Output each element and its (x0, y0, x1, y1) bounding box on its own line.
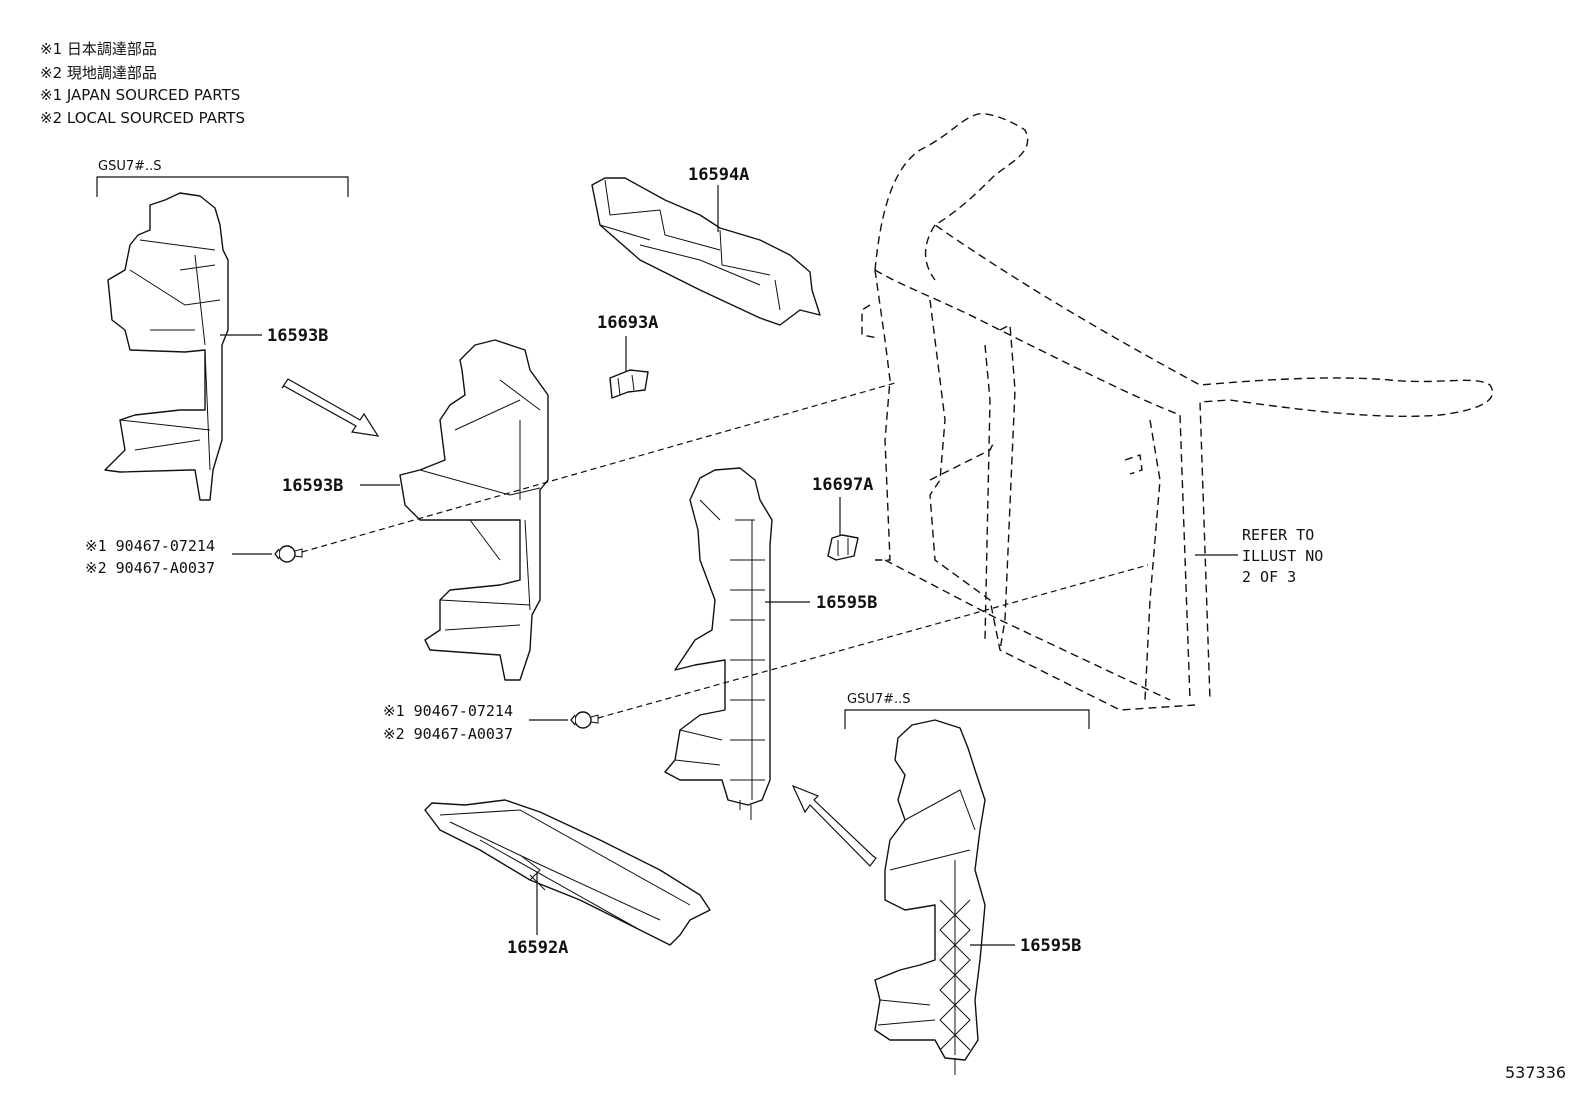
part-16693a[interactable] (609, 369, 649, 399)
clip-upper-dashline (301, 382, 896, 553)
arrow-variant-lower (791, 784, 877, 867)
note-local-sourced-jp: ※2 現地調達部品 (40, 64, 157, 82)
refer-line-1[interactable]: REFER TO (1242, 526, 1314, 544)
part-16594a[interactable] (591, 177, 821, 326)
diagram-id: 537336 (1505, 1063, 1566, 1082)
label-16593b-variant[interactable]: 16593B (267, 326, 328, 346)
label-16693a[interactable]: 16693A (597, 313, 658, 333)
part-16592a[interactable] (424, 799, 711, 946)
radiator-support-frame (861, 113, 1494, 711)
clip-upper[interactable] (274, 545, 303, 563)
part-16697a[interactable] (827, 534, 859, 561)
refer-line-3[interactable]: 2 OF 3 (1242, 568, 1296, 586)
note-japan-sourced-en: ※1 JAPAN SOURCED PARTS (40, 86, 241, 104)
label-16595b-main[interactable]: 16595B (816, 593, 877, 613)
group-bracket-bottom-right: GSU7#..S (844, 692, 1090, 729)
clip-upper-label-2[interactable]: ※2 90467-A0037 (85, 559, 215, 577)
label-16593b-main[interactable]: 16593B (282, 476, 343, 496)
clip-lower-label-1[interactable]: ※1 90467-07214 (383, 702, 513, 720)
arrow-variant-upper (281, 378, 380, 437)
label-16592a[interactable]: 16592A (507, 938, 568, 958)
label-16595b-variant[interactable]: 16595B (1020, 936, 1081, 956)
label-16697a[interactable]: 16697A (812, 475, 873, 495)
group-bracket-top-left: GSU7#..S (96, 159, 349, 197)
part-16593b-variant[interactable] (104, 192, 229, 501)
group-label-bottom-right: GSU7#..S (847, 692, 911, 707)
group-label-top-left: GSU7#..S (98, 159, 162, 174)
clip-upper-label-1[interactable]: ※1 90467-07214 (85, 537, 215, 555)
clip-lower-label-2[interactable]: ※2 90467-A0037 (383, 725, 513, 743)
refer-line-2[interactable]: ILLUST NO (1242, 547, 1323, 565)
clip-lower-dashline (597, 564, 1149, 719)
part-16595b-variant[interactable] (874, 719, 986, 1075)
clip-lower[interactable] (570, 711, 599, 729)
label-16594a[interactable]: 16594A (688, 165, 749, 185)
part-16593b-main[interactable] (399, 339, 549, 681)
note-japan-sourced-jp: ※1 日本調達部品 (40, 40, 157, 58)
note-local-sourced-en: ※2 LOCAL SOURCED PARTS (40, 109, 245, 127)
part-16595b-main[interactable] (664, 467, 773, 820)
